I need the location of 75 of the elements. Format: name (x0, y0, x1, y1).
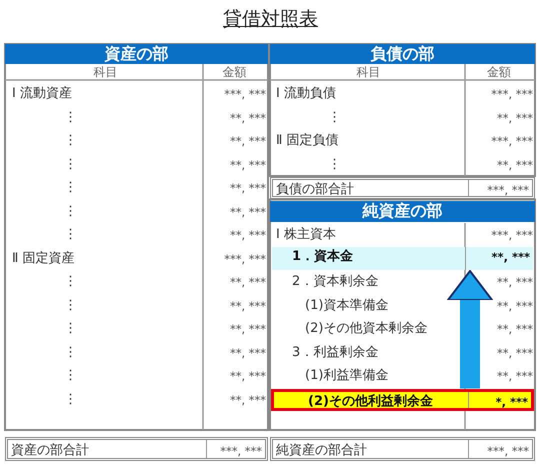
arrow (447, 270, 493, 388)
account-name: 純資産の部合計 (276, 443, 367, 459)
amount-value: **, *** (230, 156, 266, 172)
total-row-box (270, 437, 535, 461)
account-name: Ⅱ 固定負債 (276, 133, 339, 149)
amount-value: **, *** (496, 110, 533, 126)
account-name: Ⅰ 流動資産 (12, 86, 72, 102)
amount-value: **, *** (230, 392, 266, 408)
amount-value: **, *** (496, 344, 533, 360)
vertical-ellipsis: ⋮ (64, 110, 77, 126)
amount-value: **, *** (230, 110, 266, 126)
vertical-ellipsis: ⋮ (64, 321, 77, 337)
account-name: 負債の部合計 (276, 182, 354, 198)
total-row-box (5, 437, 268, 461)
section-header-band (270, 200, 535, 222)
section-header-band (270, 44, 535, 64)
amount-value: **, *** (492, 249, 530, 266)
vertical-ellipsis: ⋮ (64, 133, 77, 149)
amount-value: ***, *** (224, 86, 266, 102)
vertical-ellipsis: ⋮ (64, 180, 77, 196)
amount-value: **, *** (496, 321, 533, 337)
account-name: Ⅰ 株主資本 (276, 227, 336, 243)
amount-value: **, *** (230, 321, 266, 337)
amount-value: ***, *** (491, 227, 533, 243)
amount-value: ***, *** (487, 443, 529, 459)
account-name: 3．利益剰余金 (292, 344, 378, 360)
amount-value: ***, *** (220, 443, 262, 459)
amount-value: ***, *** (491, 86, 533, 102)
amount-value: ***, *** (491, 133, 533, 149)
amount-value: **, *** (230, 133, 266, 149)
vertical-ellipsis: ⋮ (64, 274, 77, 290)
amount-value: ***, *** (487, 182, 529, 198)
vertical-ellipsis: ⋮ (64, 368, 77, 384)
account-name: (1)資本準備金 (305, 298, 388, 314)
account-name: (2)その他利益剰余金 (308, 394, 433, 410)
section-heading: 負債の部 (370, 44, 436, 63)
vertical-ellipsis: ⋮ (64, 156, 77, 172)
amount-value: **, *** (496, 156, 533, 172)
column-heading: 金額 (222, 64, 246, 80)
account-name: 2．資本剰余金 (292, 274, 378, 290)
vertical-ellipsis: ⋮ (328, 110, 341, 126)
amount-value: **, *** (230, 344, 266, 360)
amount-value: **, *** (230, 298, 266, 314)
amount-value: *, *** (496, 394, 528, 410)
section-heading: 純資産の部 (361, 200, 444, 220)
amount-value: **, *** (496, 368, 533, 384)
account-name: Ⅱ 固定資産 (12, 250, 75, 266)
account-name: 資産の部合計 (11, 443, 89, 459)
amount-value: **, *** (230, 227, 266, 243)
amount-value: **, *** (230, 274, 266, 290)
vertical-ellipsis: ⋮ (64, 204, 77, 220)
vertical-ellipsis: ⋮ (64, 344, 77, 360)
amount-value: **, *** (230, 180, 266, 196)
amount-value: **, *** (230, 368, 266, 384)
account-name: (2)その他資本剰余金 (305, 321, 428, 337)
column-heading: 科目 (94, 64, 118, 80)
highlighted-row (272, 246, 533, 270)
total-row-box (270, 177, 535, 199)
account-name: (1)利益準備金 (305, 368, 388, 384)
column-heading: 金額 (487, 64, 511, 80)
amount-value: ***, *** (224, 250, 266, 266)
vertical-ellipsis: ⋮ (328, 156, 341, 172)
section-header-band (5, 44, 268, 64)
amount-value: **, *** (496, 274, 533, 290)
column-heading: 科目 (356, 64, 380, 80)
account-name: Ⅰ 流動負債 (276, 86, 336, 102)
vertical-ellipsis: ⋮ (64, 392, 77, 408)
amount-value: **, *** (496, 298, 533, 314)
amount-value: **, *** (230, 204, 266, 220)
highlighted-row (271, 388, 534, 410)
vertical-ellipsis: ⋮ (64, 298, 77, 314)
vertical-ellipsis: ⋮ (64, 227, 77, 243)
account-name: 1．資本金 (292, 249, 354, 266)
title: 貸借対照表 (223, 8, 318, 30)
section-heading: 資産の部 (104, 44, 170, 63)
